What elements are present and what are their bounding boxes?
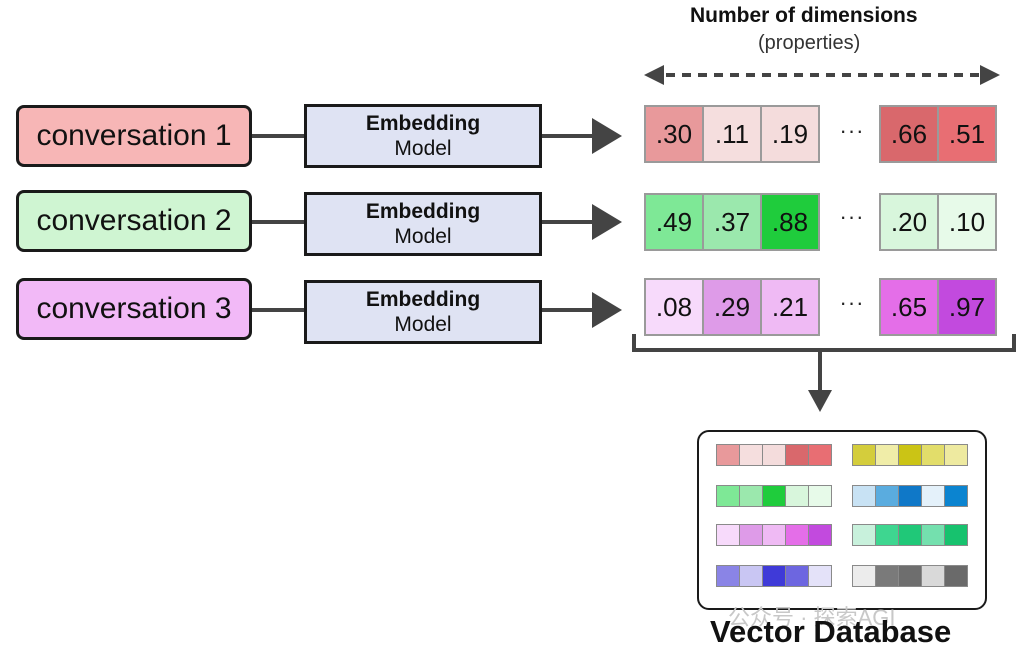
- db-vector-left-2: [716, 485, 832, 507]
- vector-1-cell-2: .11: [702, 105, 762, 163]
- db-cell: [716, 444, 740, 466]
- db-vector-right-4: [852, 565, 968, 587]
- db-cell: [875, 565, 899, 587]
- db-cell: [852, 524, 876, 546]
- db-cell: [739, 444, 763, 466]
- db-cell: [716, 524, 740, 546]
- embedding-model-1-line2: Model: [394, 137, 452, 160]
- embedding-model-1: Embedding Model: [304, 104, 542, 168]
- db-vector-right-1: [852, 444, 968, 466]
- db-cell: [944, 565, 968, 587]
- vector-3-right: .65 .97: [879, 278, 997, 336]
- db-cell: [898, 565, 922, 587]
- dimensions-title: Number of dimensions: [690, 4, 918, 27]
- db-cell: [944, 485, 968, 507]
- db-cell: [875, 524, 899, 546]
- vector-1-cell-1: .30: [644, 105, 704, 163]
- db-cell: [739, 524, 763, 546]
- vector-1-cell-4: .66: [879, 105, 939, 163]
- vector-3-cell-3: .21: [760, 278, 820, 336]
- vector-2-cell-1: .49: [644, 193, 704, 251]
- watermark: 公众号 · 探索AGI: [728, 605, 896, 630]
- vector-3-cell-2: .29: [702, 278, 762, 336]
- embedding-model-3: Embedding Model: [304, 280, 542, 344]
- vector-2-left: .49 .37 .88: [644, 193, 820, 251]
- db-cell: [785, 444, 809, 466]
- vector-3-left: .08 .29 .21: [644, 278, 820, 336]
- db-cell: [852, 485, 876, 507]
- embedding-model-1-line1: Embedding: [365, 111, 481, 135]
- db-cell: [875, 444, 899, 466]
- vector-1-left: .30 .11 .19: [644, 105, 820, 163]
- vector-2-ellipsis: ···: [839, 204, 865, 229]
- conversation-2-box: conversation 2: [16, 190, 252, 252]
- db-cell: [808, 485, 832, 507]
- conversation-3-box: conversation 3: [16, 278, 252, 340]
- vector-1-ellipsis: ···: [839, 118, 865, 143]
- db-cell: [785, 565, 809, 587]
- db-cell: [716, 565, 740, 587]
- vector-1-cell-5: .51: [937, 105, 997, 163]
- db-cell: [852, 444, 876, 466]
- embedding-model-2-line2: Model: [394, 225, 452, 248]
- db-cell: [739, 565, 763, 587]
- db-cell: [808, 524, 832, 546]
- db-cell: [898, 524, 922, 546]
- embedding-model-3-line2: Model: [394, 313, 452, 336]
- db-vector-left-3: [716, 524, 832, 546]
- db-vector-left-4: [716, 565, 832, 587]
- db-cell: [785, 485, 809, 507]
- db-cell: [898, 444, 922, 466]
- db-cell: [716, 485, 740, 507]
- vector-2-cell-5: .10: [937, 193, 997, 251]
- db-cell: [739, 485, 763, 507]
- conversation-1-label: conversation 1: [36, 119, 232, 152]
- db-vector-right-3: [852, 524, 968, 546]
- conversation-1-box: conversation 1: [16, 105, 252, 167]
- vector-2-cell-2: .37: [702, 193, 762, 251]
- vector-3-ellipsis: ···: [839, 290, 865, 315]
- db-cell: [944, 444, 968, 466]
- db-cell: [921, 565, 945, 587]
- vector-2-cell-3: .88: [760, 193, 820, 251]
- embedding-model-2: Embedding Model: [304, 192, 542, 256]
- dimensions-subtitle: (properties): [758, 32, 861, 54]
- vector-3-cell-5: .97: [937, 278, 997, 336]
- db-vector-left-1: [716, 444, 832, 466]
- db-cell: [921, 444, 945, 466]
- db-cell: [898, 485, 922, 507]
- dimensions-arrow: [644, 65, 1000, 85]
- vector-3-cell-1: .08: [644, 278, 704, 336]
- db-cell: [762, 524, 786, 546]
- vector-2-right: .20 .10: [879, 193, 997, 251]
- db-vector-right-2: [852, 485, 968, 507]
- vector-1-right: .66 .51: [879, 105, 997, 163]
- conversation-3-label: conversation 3: [36, 292, 232, 325]
- db-cell: [921, 485, 945, 507]
- embedding-model-2-line1: Embedding: [365, 199, 481, 223]
- vector-database-label: Vector Database: [710, 614, 952, 649]
- db-cell: [762, 444, 786, 466]
- vector-2-cell-4: .20: [879, 193, 939, 251]
- db-cell: [875, 485, 899, 507]
- db-cell: [785, 524, 809, 546]
- embedding-model-3-line1: Embedding: [365, 287, 481, 311]
- db-cell: [808, 565, 832, 587]
- db-cell: [762, 485, 786, 507]
- db-cell: [921, 524, 945, 546]
- db-cell: [808, 444, 832, 466]
- vector-1-cell-3: .19: [760, 105, 820, 163]
- conversation-2-label: conversation 2: [36, 204, 232, 237]
- vector-3-cell-4: .65: [879, 278, 939, 336]
- db-cell: [944, 524, 968, 546]
- db-cell: [852, 565, 876, 587]
- db-cell: [762, 565, 786, 587]
